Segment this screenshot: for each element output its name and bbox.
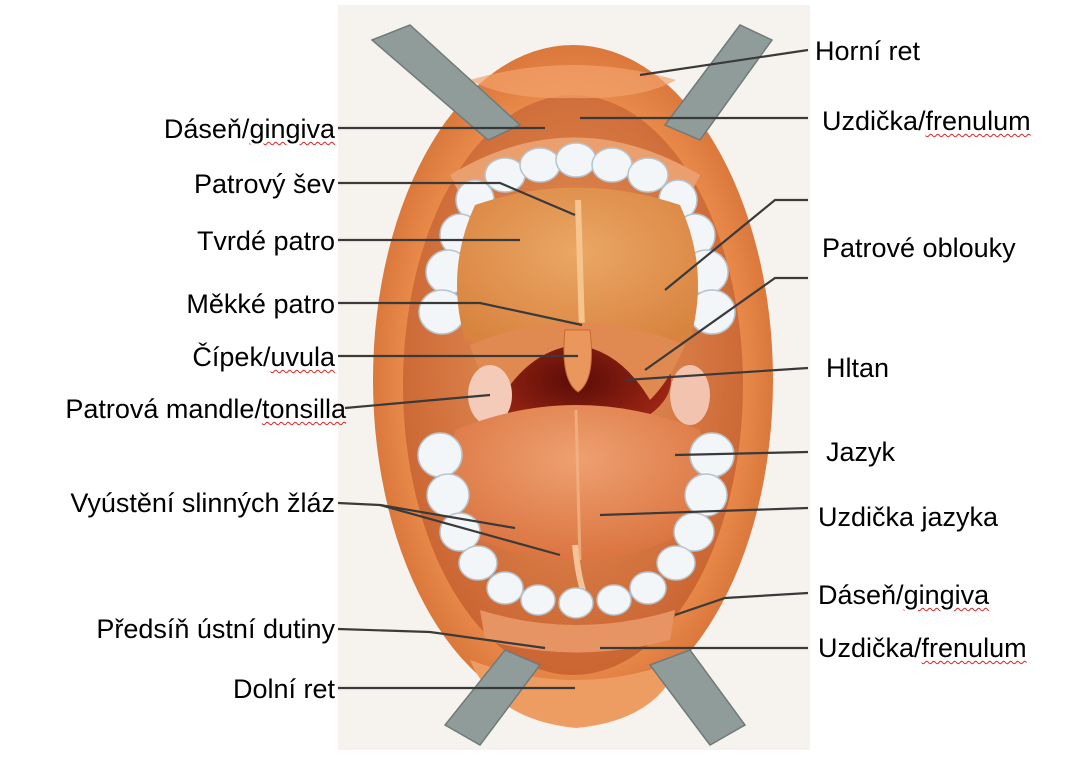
label-soft-palate: Měkké patro	[186, 289, 335, 319]
label-glands: Vyústění slinných žláz	[70, 488, 335, 518]
label-palatal-raphe-text: Patrový šev	[194, 169, 335, 199]
label-frenulum-upper-extra: frenulum	[926, 106, 1031, 136]
label-gingiva-upper-main: Dáseň/	[164, 114, 250, 144]
label-upper-lip-text: Horní ret	[815, 36, 920, 66]
label-gingiva-lower-extra: gingiva	[904, 580, 990, 610]
label-frenulum-lower-extra: frenulum	[922, 633, 1027, 663]
label-tongue-frenulum: Uzdička jazyka	[818, 502, 998, 532]
label-palatine-arches: Patrové oblouky	[822, 233, 1016, 263]
label-tonsil-main: Patrová mandle/	[65, 394, 262, 424]
label-lower-lip-text: Dolní ret	[233, 674, 335, 704]
label-palatine-arches-text: Patrové oblouky	[822, 233, 1016, 263]
label-frenulum-lower-main: Uzdička/	[818, 633, 922, 663]
label-frenulum-lower: Uzdička/frenulum	[818, 633, 1027, 663]
label-gingiva-lower-main: Dáseň/	[818, 580, 904, 610]
label-tonsil-extra: tonsilla	[262, 394, 346, 424]
palatal-raphe	[578, 200, 582, 330]
label-upper-lip: Horní ret	[815, 36, 920, 66]
label-soft-palate-text: Měkké patro	[186, 289, 335, 319]
label-vestibule: Předsíň ústní dutiny	[96, 614, 335, 644]
label-uvula-main: Čípek/	[192, 342, 270, 372]
label-tonsil: Patrová mandle/tonsilla	[65, 394, 346, 424]
label-frenulum-upper-main: Uzdička/	[822, 106, 926, 136]
label-tongue-frenulum-text: Uzdička jazyka	[818, 502, 998, 532]
label-lower-lip: Dolní ret	[233, 674, 335, 704]
label-tongue: Jazyk	[826, 437, 895, 467]
label-palatal-raphe: Patrový šev	[194, 169, 335, 199]
label-uvula: Čípek/uvula	[192, 342, 335, 372]
label-tongue-text: Jazyk	[826, 437, 895, 467]
label-hard-palate-text: Tvrdé patro	[197, 226, 335, 256]
label-gingiva-upper: Dáseň/gingiva	[164, 114, 335, 144]
label-uvula-extra: uvula	[270, 342, 335, 372]
label-glands-text: Vyústění slinných žláz	[70, 488, 335, 518]
label-pharynx-text: Hltan	[826, 353, 889, 383]
label-frenulum-upper: Uzdička/frenulum	[822, 106, 1031, 136]
label-vestibule-text: Předsíň ústní dutiny	[96, 614, 335, 644]
label-gingiva-upper-extra: gingiva	[249, 114, 335, 144]
label-pharynx: Hltan	[826, 353, 889, 383]
label-gingiva-lower: Dáseň/gingiva	[818, 580, 989, 610]
label-hard-palate: Tvrdé patro	[197, 226, 335, 256]
